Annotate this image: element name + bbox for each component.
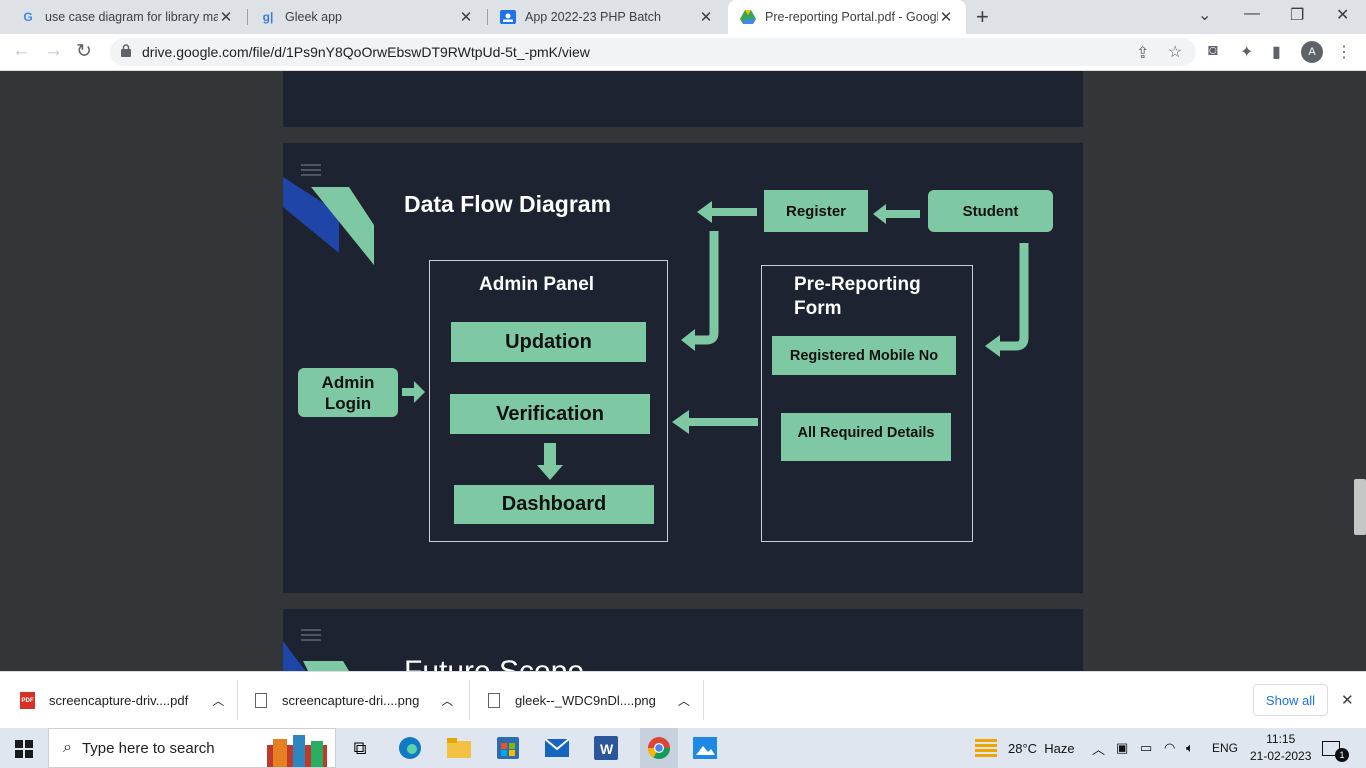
wifi-icon[interactable]: ◠	[1164, 740, 1176, 755]
tab-gleek[interactable]: g| Gleek app ✕	[248, 0, 486, 34]
corner-accent-icon	[283, 641, 349, 671]
close-window-icon[interactable]: ✕	[1336, 7, 1350, 24]
slide-menu-icon	[301, 164, 321, 176]
search-highlight-icon	[267, 735, 327, 767]
forward-icon[interactable]: →	[44, 40, 63, 61]
chrome-icon[interactable]	[640, 728, 678, 768]
download-item[interactable]: PDF screencapture-driv....pdf ︿	[20, 692, 225, 709]
minimize-icon[interactable]: —	[1244, 5, 1260, 22]
side-panel-icon[interactable]: ▮	[1272, 44, 1281, 61]
camera-icon[interactable]: ◙	[1208, 42, 1218, 59]
file-icon	[255, 693, 267, 708]
task-view-icon[interactable]: ⧉	[353, 737, 367, 758]
admin-login-box: Admin Login	[298, 368, 398, 417]
new-tab-icon[interactable]: +	[976, 4, 989, 29]
close-tab-icon[interactable]: ✕	[459, 9, 473, 26]
share-icon[interactable]: ⇪	[1136, 45, 1150, 62]
left-arrow-icon	[697, 201, 757, 223]
left-arrow-icon	[672, 410, 758, 434]
clock[interactable]: 11:15 21-02-2023	[1250, 732, 1312, 763]
address-bar[interactable]: drive.google.com/file/d/1Ps9nY8QoOrwEbsw…	[110, 38, 1196, 66]
file-explorer-icon[interactable]	[444, 733, 474, 763]
right-arrow-icon	[402, 381, 425, 403]
registered-mobile-box: Registered Mobile No	[772, 336, 956, 375]
register-box: Register	[764, 190, 868, 232]
previous-slide	[283, 71, 1083, 127]
curved-arrow-icon	[985, 243, 1029, 357]
tab-search-icon[interactable]: ⌄	[1198, 7, 1212, 24]
chevron-up-icon[interactable]: ︿	[441, 694, 454, 708]
mail-icon[interactable]	[542, 733, 572, 763]
battery-icon[interactable]: ▭	[1140, 740, 1153, 755]
google-icon: G	[23, 10, 33, 24]
student-box: Student	[928, 190, 1053, 232]
left-arrow-icon	[873, 204, 920, 224]
tab-classroom[interactable]: App 2022-23 PHP Batch ✕	[488, 0, 726, 34]
admin-panel-title: Admin Panel	[479, 274, 595, 295]
slide-title: Data Flow Diagram	[404, 191, 612, 217]
slide-menu-icon	[301, 629, 321, 641]
verification-box: Verification	[450, 394, 650, 434]
gleek-icon: g|	[262, 10, 274, 24]
dashboard-box: Dashboard	[454, 485, 654, 524]
profile-avatar[interactable]: A	[1301, 41, 1323, 63]
curved-arrow-icon	[681, 231, 719, 351]
store-icon[interactable]	[493, 733, 523, 763]
next-slide-title: Future Scope	[404, 655, 584, 671]
chevron-up-icon[interactable]: ︿	[677, 694, 690, 708]
updation-box: Updation	[451, 322, 646, 362]
show-all-button[interactable]: Show all	[1253, 684, 1328, 716]
pdf-icon: PDF	[20, 692, 35, 709]
restore-icon[interactable]: ❐	[1290, 7, 1305, 24]
close-tab-icon[interactable]: ✕	[939, 9, 953, 26]
scrollbar-thumb[interactable]	[1354, 479, 1366, 535]
windows-taskbar: ⌕ Type here to search ⧉ W 28°C Haze ︿ ▣ …	[0, 728, 1366, 768]
browser-toolbar: ← → ↻ drive.google.com/file/d/1Ps9nY8QoO…	[0, 34, 1366, 71]
svg-text:W: W	[600, 741, 614, 757]
notifications-icon[interactable]: 1	[1322, 728, 1349, 768]
lock-icon	[121, 44, 131, 57]
weather-widget[interactable]: 28°C Haze	[975, 728, 1075, 768]
slide-data-flow: Data Flow Diagram Admin Panel Updation V…	[283, 143, 1083, 593]
extensions-icon[interactable]: ✦	[1240, 44, 1254, 61]
haze-icon	[975, 739, 997, 757]
admin-panel-box	[429, 260, 668, 542]
tab-strip: G use case diagram for library man ✕ g| …	[0, 0, 1366, 34]
file-icon	[488, 693, 500, 708]
url-text: drive.google.com/file/d/1Ps9nY8QoOrwEbsw…	[142, 44, 590, 60]
tab-library[interactable]: G use case diagram for library man ✕	[8, 0, 246, 34]
chevron-up-icon[interactable]: ︿	[212, 694, 225, 708]
down-arrow-icon	[537, 443, 563, 480]
photos-icon[interactable]	[690, 733, 720, 763]
menu-icon[interactable]: ⋮	[1336, 44, 1352, 61]
volume-icon[interactable]: 🔈︎	[1186, 740, 1194, 755]
downloads-bar: PDF screencapture-driv....pdf ︿ screenca…	[0, 671, 1366, 728]
pdf-viewer: Data Flow Diagram Admin Panel Updation V…	[0, 71, 1366, 671]
meet-now-icon[interactable]: ▣	[1116, 740, 1129, 755]
search-icon: ⌕	[63, 739, 72, 756]
edge-icon[interactable]	[395, 733, 425, 763]
tab-prereporting-pdf[interactable]: Pre-reporting Portal.pdf - Google ✕	[728, 0, 966, 34]
close-tab-icon[interactable]: ✕	[219, 9, 233, 26]
taskbar-search[interactable]: ⌕ Type here to search	[48, 728, 336, 768]
windows-start-icon[interactable]	[15, 740, 33, 758]
show-hidden-icons-icon[interactable]: ︿	[1092, 741, 1106, 757]
language-indicator[interactable]: ENG	[1212, 741, 1239, 755]
reload-icon[interactable]: ↻	[76, 41, 92, 62]
bookmark-star-icon[interactable]: ☆	[1168, 44, 1183, 61]
drive-icon	[740, 9, 756, 25]
corner-accent-icon	[283, 177, 374, 265]
classroom-icon	[500, 9, 516, 25]
download-item[interactable]: screencapture-dri....png ︿	[255, 672, 453, 729]
all-required-details-box: All Required Details	[781, 413, 951, 461]
next-slide: Future Scope	[283, 609, 1083, 671]
download-item[interactable]: gleek--_WDC9nDl....png ︿	[488, 672, 690, 729]
prereporting-form-box	[761, 265, 973, 542]
word-icon[interactable]: W	[591, 733, 621, 763]
prereporting-form-title: Pre-Reporting Form	[794, 274, 921, 319]
close-tab-icon[interactable]: ✕	[699, 9, 713, 26]
back-icon[interactable]: ←	[12, 40, 31, 61]
close-downloads-icon[interactable]: ✕	[1341, 692, 1354, 709]
